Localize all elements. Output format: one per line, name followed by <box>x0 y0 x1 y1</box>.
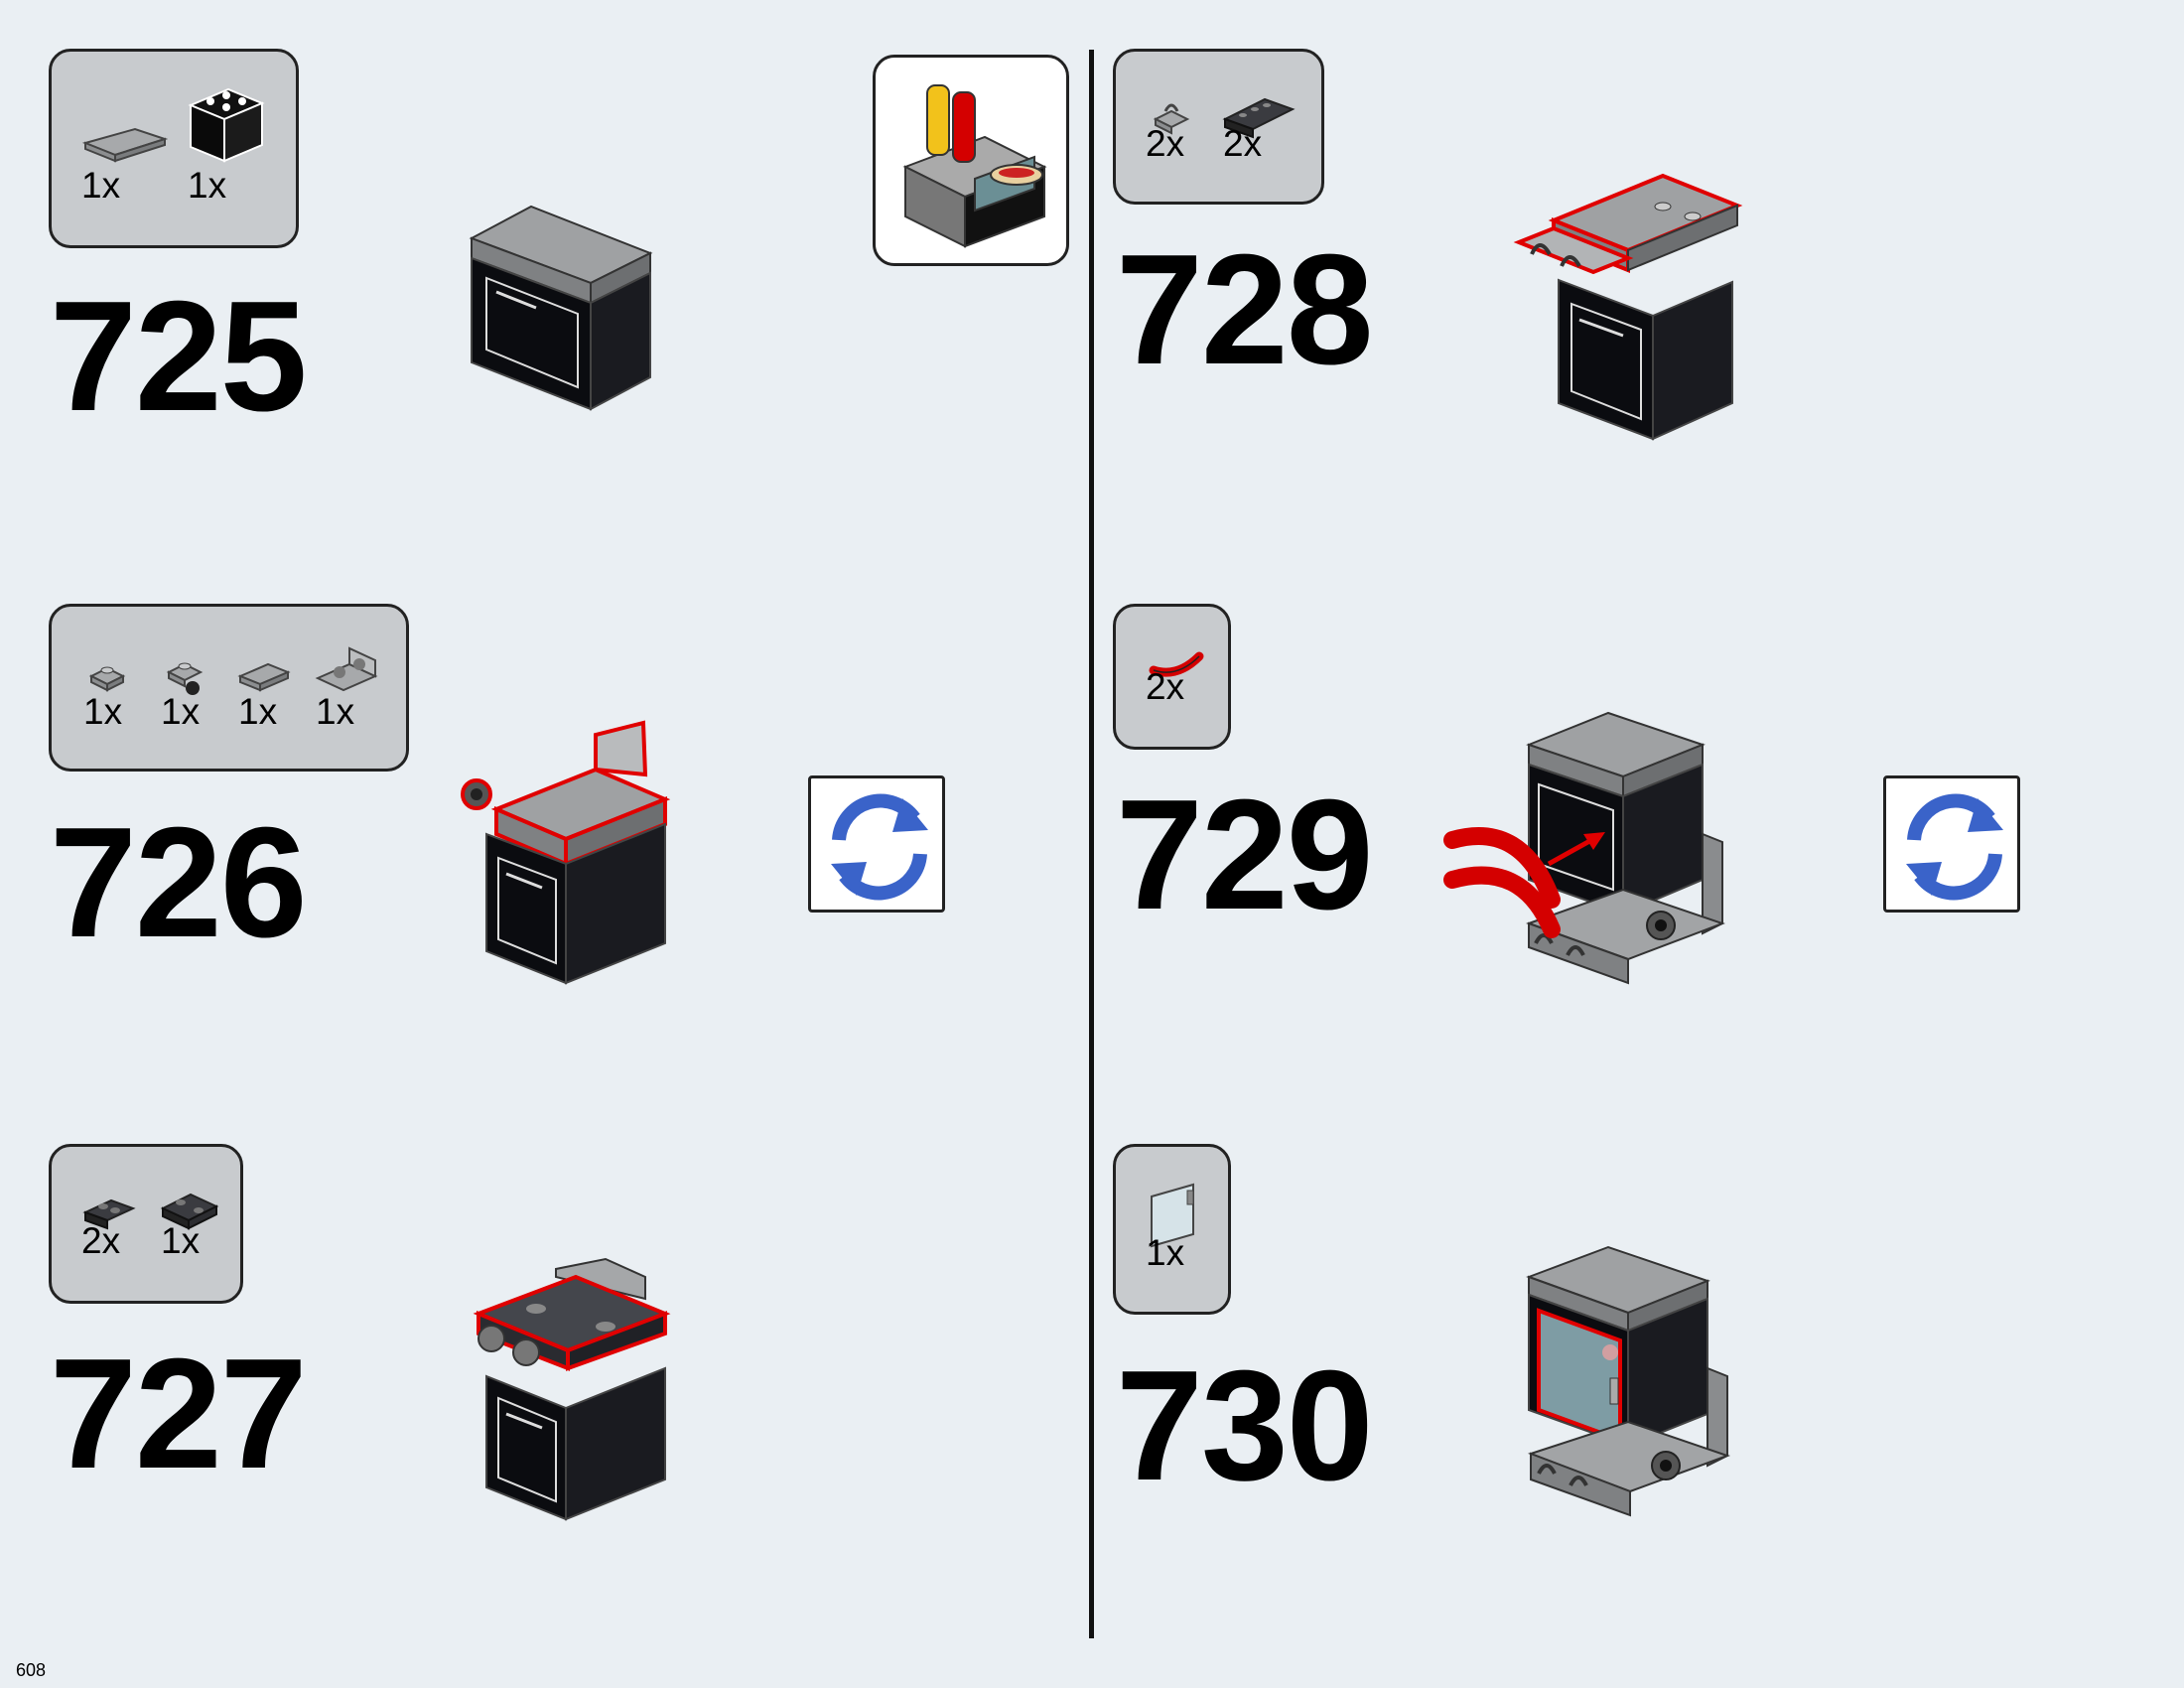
plate-1x2-icon <box>237 662 291 692</box>
clip-plate-icon <box>1153 103 1190 135</box>
part-qty: 1x <box>238 691 278 732</box>
part-qty: 1x <box>161 1220 201 1261</box>
part-qty: 2x <box>81 1220 121 1261</box>
part-qty: 1x <box>81 165 121 206</box>
parts-callout-725: 1x 1x <box>49 49 299 248</box>
part-qty: 1x <box>83 691 123 732</box>
red-curved-slope-icon <box>1149 651 1204 677</box>
plate-clip-icon <box>166 662 204 695</box>
part-qty: 1x <box>161 691 201 732</box>
part-qty: 1x <box>316 691 355 732</box>
model-step-729 <box>1443 711 1725 985</box>
plate-1x4-icon <box>1222 97 1296 139</box>
part-qty: 1x <box>188 165 227 206</box>
tile-1x2-icon <box>81 127 169 163</box>
parts-callout-729: 2x <box>1113 604 1231 750</box>
bracket-icon <box>315 646 378 692</box>
plate-2x2-icon <box>160 1193 219 1230</box>
step-number-726: 726 <box>50 795 308 970</box>
part-qty: 2x <box>1146 666 1185 707</box>
part-qty: 2x <box>1146 123 1185 164</box>
step-number-725: 725 <box>50 269 308 444</box>
step-number-729: 729 <box>1116 768 1374 942</box>
step-number-727: 727 <box>50 1327 308 1501</box>
rotate-model-icon <box>808 775 945 913</box>
model-step-727 <box>473 1257 671 1521</box>
parts-callout-727: 2x 1x <box>49 1144 243 1304</box>
page-number: 608 <box>16 1660 47 1680</box>
model-step-730 <box>1526 1245 1730 1517</box>
glass-door-icon <box>1151 1183 1194 1248</box>
part-qty: 2x <box>1223 123 1263 164</box>
step-number-730: 730 <box>1116 1338 1374 1513</box>
plate-1x2-icon <box>82 1198 136 1230</box>
submodel-preview <box>873 55 1069 266</box>
part-qty: 1x <box>1146 1232 1185 1273</box>
model-step-728 <box>1513 173 1743 441</box>
page-divider <box>1089 50 1094 1638</box>
step-number-728: 728 <box>1116 222 1374 397</box>
model-step-726 <box>461 720 671 985</box>
black-brick-window-icon <box>188 87 265 163</box>
rotate-model-icon <box>1883 775 2020 913</box>
plate-1x1-icon <box>88 666 126 692</box>
parts-callout-726: 1x 1x 1x 1x <box>49 604 409 772</box>
parts-callout-730: 1x <box>1113 1144 1231 1315</box>
model-step-725 <box>469 205 653 411</box>
parts-callout-728: 2x 2x <box>1113 49 1324 205</box>
